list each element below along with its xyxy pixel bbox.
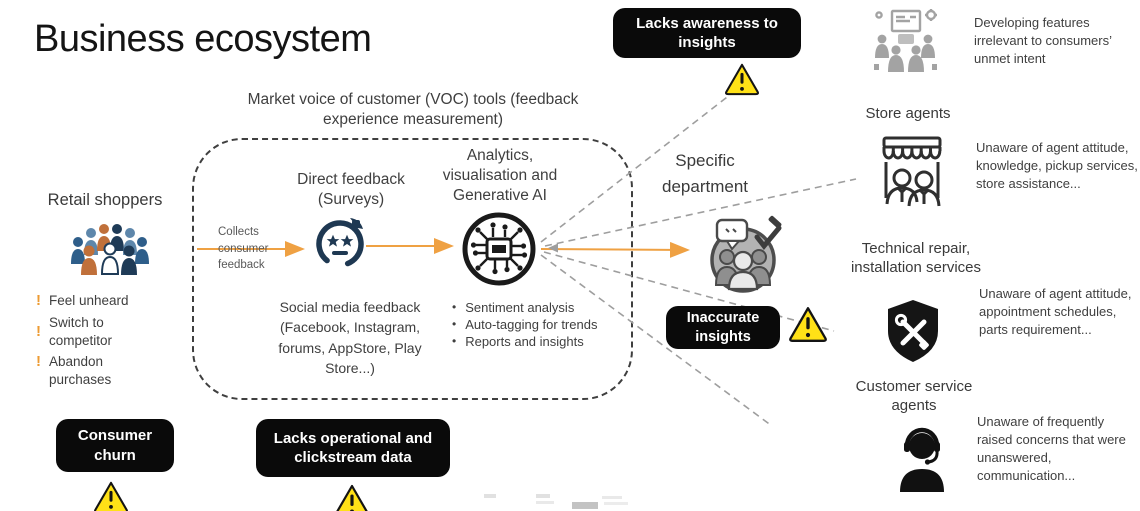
bullet-item: • Sentiment analysis (452, 300, 630, 315)
analytics-ai-label: Analytics, visualisation and Generative … (442, 147, 558, 205)
dashed-line-to-awareness-warning (540, 93, 732, 243)
product-team-icon (874, 9, 937, 72)
department-team-icon (710, 215, 782, 293)
bullet-text: Sentiment analysis (465, 300, 575, 315)
voc-tools-dashed-container (192, 138, 633, 400)
collects-feedback-label: Collects consumer feedback (218, 226, 269, 272)
pain-item: ! Switch to competitor (36, 314, 161, 349)
support-agent-headset-icon (900, 427, 944, 492)
bullet-text: Reports and insights (465, 334, 584, 349)
dot-bullet-icon: • (452, 334, 457, 348)
pain-text: Abandon purchases (49, 354, 112, 387)
shoppers-group-icon (71, 224, 149, 275)
voc-tools-label: Market voice of customer (VOC) tools (fe… (247, 91, 579, 129)
pain-text: Switch to competitor (49, 315, 113, 348)
pain-text: Feel unheard (49, 293, 129, 308)
risk-box-inaccurate-insights: Inaccurate insights (666, 306, 780, 349)
dashed-hub-arrowhead (548, 243, 558, 253)
arrow-ai-to-department (540, 241, 690, 258)
risk-box-consumer-churn: Consumer churn (56, 419, 174, 472)
product-team-issue-text: Developing features irrelevant to consum… (974, 15, 1112, 66)
bullet-text: Auto-tagging for trends (465, 317, 598, 332)
risk-box-lacks-operational-data: Lacks operational and clickstream data (256, 419, 450, 477)
exclamation-bullet-icon: ! (36, 292, 41, 309)
bullet-item: • Reports and insights (452, 334, 630, 349)
customer-service-issue-text: Unaware of frequently raised concerns th… (977, 414, 1126, 483)
exclamation-bullet-icon: ! (36, 353, 41, 371)
store-agents-issue-text: Unaware of agent attitude, knowledge, pi… (976, 140, 1138, 191)
analytics-bullet-list: • Sentiment analysis • Auto-tagging for tr… (452, 300, 630, 351)
retail-pain-list: ! Feel unheard ! Switch to competitor ! … (36, 292, 161, 392)
pain-item: ! Abandon purchases (36, 353, 161, 388)
direct-feedback-label: Direct feedback (Surveys) (297, 171, 405, 209)
dot-bullet-icon: • (452, 300, 457, 314)
dashed-line-to-store-agents (544, 178, 857, 247)
retail-shoppers-heading: Retail shoppers (47, 191, 163, 209)
technical-repair-heading: Technical repair, installation services (850, 240, 982, 276)
social-media-feedback-label: Social media feedback (Facebook, Instagr… (278, 299, 422, 376)
dashed-line-to-repair-services (543, 251, 835, 332)
generative-ai-chip-icon (462, 212, 536, 286)
repair-shield-icon (888, 300, 938, 362)
warning-triangle-icon (789, 307, 827, 342)
page-title: Business ecosystem (34, 18, 372, 60)
survey-feedback-icon (316, 218, 364, 268)
warning-triangle-icon (725, 63, 759, 96)
warning-triangle-icon (94, 481, 128, 511)
warning-triangle-icon (336, 484, 368, 511)
exclamation-bullet-icon: ! (36, 322, 41, 340)
specific-department-label: Specific department (662, 151, 748, 196)
pain-item: ! Feel unheard (36, 292, 161, 310)
dot-bullet-icon: • (452, 317, 457, 331)
risk-box-lacks-awareness: Lacks awareness to insights (613, 8, 801, 58)
cutoff-thumbnail-artifact (480, 492, 630, 511)
bullet-item: • Auto-tagging for trends (452, 317, 630, 332)
technical-repair-issue-text: Unaware of agent attitude, appointment s… (979, 286, 1132, 337)
customer-service-heading: Customer service agents (855, 378, 973, 414)
storefront-agents-icon (882, 136, 942, 207)
store-agents-heading: Store agents (865, 105, 951, 122)
